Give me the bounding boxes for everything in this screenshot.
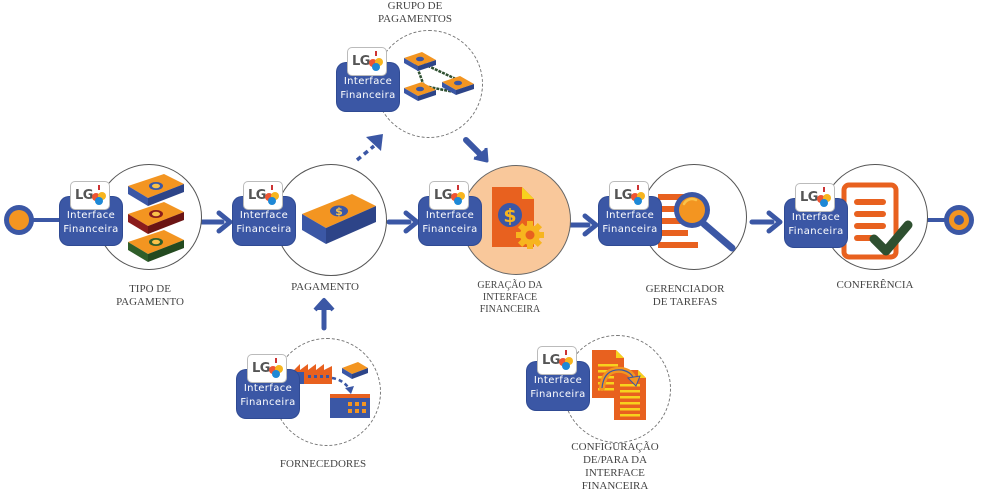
- badge-line2: Financeira: [788, 226, 844, 237]
- step-label: GERENCIADOR DE TAREFAS: [645, 283, 725, 308]
- step-label: PAGAMENTO: [291, 281, 359, 293]
- svg-text:$: $: [335, 205, 343, 218]
- badge-line1: Interface: [239, 210, 289, 221]
- lg-logo: LG: [243, 181, 283, 210]
- badge-line2: Financeira: [63, 224, 119, 235]
- arrow-gerenciador-to-conferencia: [749, 210, 783, 234]
- lg-logo: LG: [795, 183, 835, 212]
- lg-logo: LG: [537, 346, 577, 375]
- lg-interface-financeira-badge: LG Interface Financeira: [337, 47, 399, 111]
- step-label: TIPO DE PAGAMENTO: [116, 283, 184, 308]
- linked-money-icon: [404, 52, 474, 101]
- magnifier-list-icon: [658, 192, 736, 252]
- lg-logo: LG: [429, 181, 469, 210]
- step-label: CONFERÊNCIA: [836, 279, 914, 291]
- lg-logo: LG: [609, 181, 649, 210]
- badge-line2: Financeira: [530, 389, 586, 400]
- lg-interface-financeira-badge: LG Interface Financeira: [237, 354, 299, 418]
- lg-logo-mark-icon: [92, 185, 106, 205]
- lg-logo-mark-icon: [559, 350, 573, 370]
- arrow-fornecedores-to-pagamento: [313, 298, 335, 331]
- lg-logo-text: LG: [252, 361, 270, 376]
- document-check-icon: [841, 182, 913, 260]
- lg-logo-mark-icon: [451, 185, 465, 205]
- lg-interface-financeira-badge: LG Interface Financeira: [233, 181, 295, 245]
- arrow-grupo-to-geracao: [463, 137, 489, 163]
- factory-transfer-icon: [294, 362, 370, 418]
- badge-line1: Interface: [343, 76, 393, 87]
- document-dollar-gear-icon: $: [492, 187, 544, 249]
- lg-logo-mark-icon: [369, 51, 383, 71]
- dashed-arrow-pagamento-to-grupo: [355, 134, 383, 162]
- badge-line2: Financeira: [240, 397, 296, 408]
- lg-logo: LG: [247, 354, 287, 383]
- badge-line1: Interface: [605, 210, 655, 221]
- badge-line2: Financeira: [602, 224, 658, 235]
- lg-interface-financeira-badge: LG Interface Financeira: [599, 181, 661, 245]
- badge-line1: Interface: [425, 210, 475, 221]
- documents-sync-icon: [592, 350, 646, 420]
- step-label: GRUPO DE PAGAMENTOS: [378, 0, 452, 25]
- badge-line2: Financeira: [236, 224, 292, 235]
- badge-line2: Financeira: [422, 224, 478, 235]
- lg-interface-financeira-badge: LG Interface Financeira: [60, 181, 122, 245]
- stacked-money-icon: [128, 174, 184, 262]
- badge-line2: Financeira: [340, 90, 396, 101]
- lg-logo-text: LG: [352, 54, 370, 69]
- lg-logo-text: LG: [614, 188, 632, 203]
- badge-line1: Interface: [243, 383, 293, 394]
- arrow-geracao-to-gerenciador: [565, 213, 599, 237]
- end-target-icon: [944, 205, 974, 235]
- lg-logo-mark-icon: [265, 185, 279, 205]
- svg-text:$: $: [503, 205, 516, 227]
- lg-logo-text: LG: [800, 190, 818, 205]
- badge-line1: Interface: [533, 375, 583, 386]
- lg-interface-financeira-badge: LG Interface Financeira: [785, 183, 847, 247]
- lg-logo-text: LG: [248, 188, 266, 203]
- lg-logo: LG: [347, 47, 387, 76]
- arrow-tipo-to-pagamento: [199, 210, 233, 234]
- lg-logo-mark-icon: [269, 358, 283, 378]
- step-label: CONFIGURAÇÃO DE/PARA DA INTERFACE FINANC…: [571, 441, 659, 492]
- arrow-pagamento-to-geracao: [386, 210, 420, 234]
- step-label: GERAÇÃO DA INTERFACE FINANCEIRA: [477, 280, 543, 315]
- lg-logo-text: LG: [542, 353, 560, 368]
- start-circle-icon: [4, 205, 34, 235]
- badge-line1: Interface: [66, 210, 116, 221]
- lg-logo-mark-icon: [631, 185, 645, 205]
- lg-logo-mark-icon: [817, 187, 831, 207]
- lg-logo-text: LG: [434, 188, 452, 203]
- lg-interface-financeira-badge: LG Interface Financeira: [419, 181, 481, 245]
- step-label: FORNECEDORES: [279, 458, 367, 470]
- lg-logo-text: LG: [75, 188, 93, 203]
- money-bundle-icon: $: [302, 194, 376, 244]
- lg-interface-financeira-badge: LG Interface Financeira: [527, 346, 589, 410]
- lg-logo: LG: [70, 181, 110, 210]
- badge-line1: Interface: [791, 212, 841, 223]
